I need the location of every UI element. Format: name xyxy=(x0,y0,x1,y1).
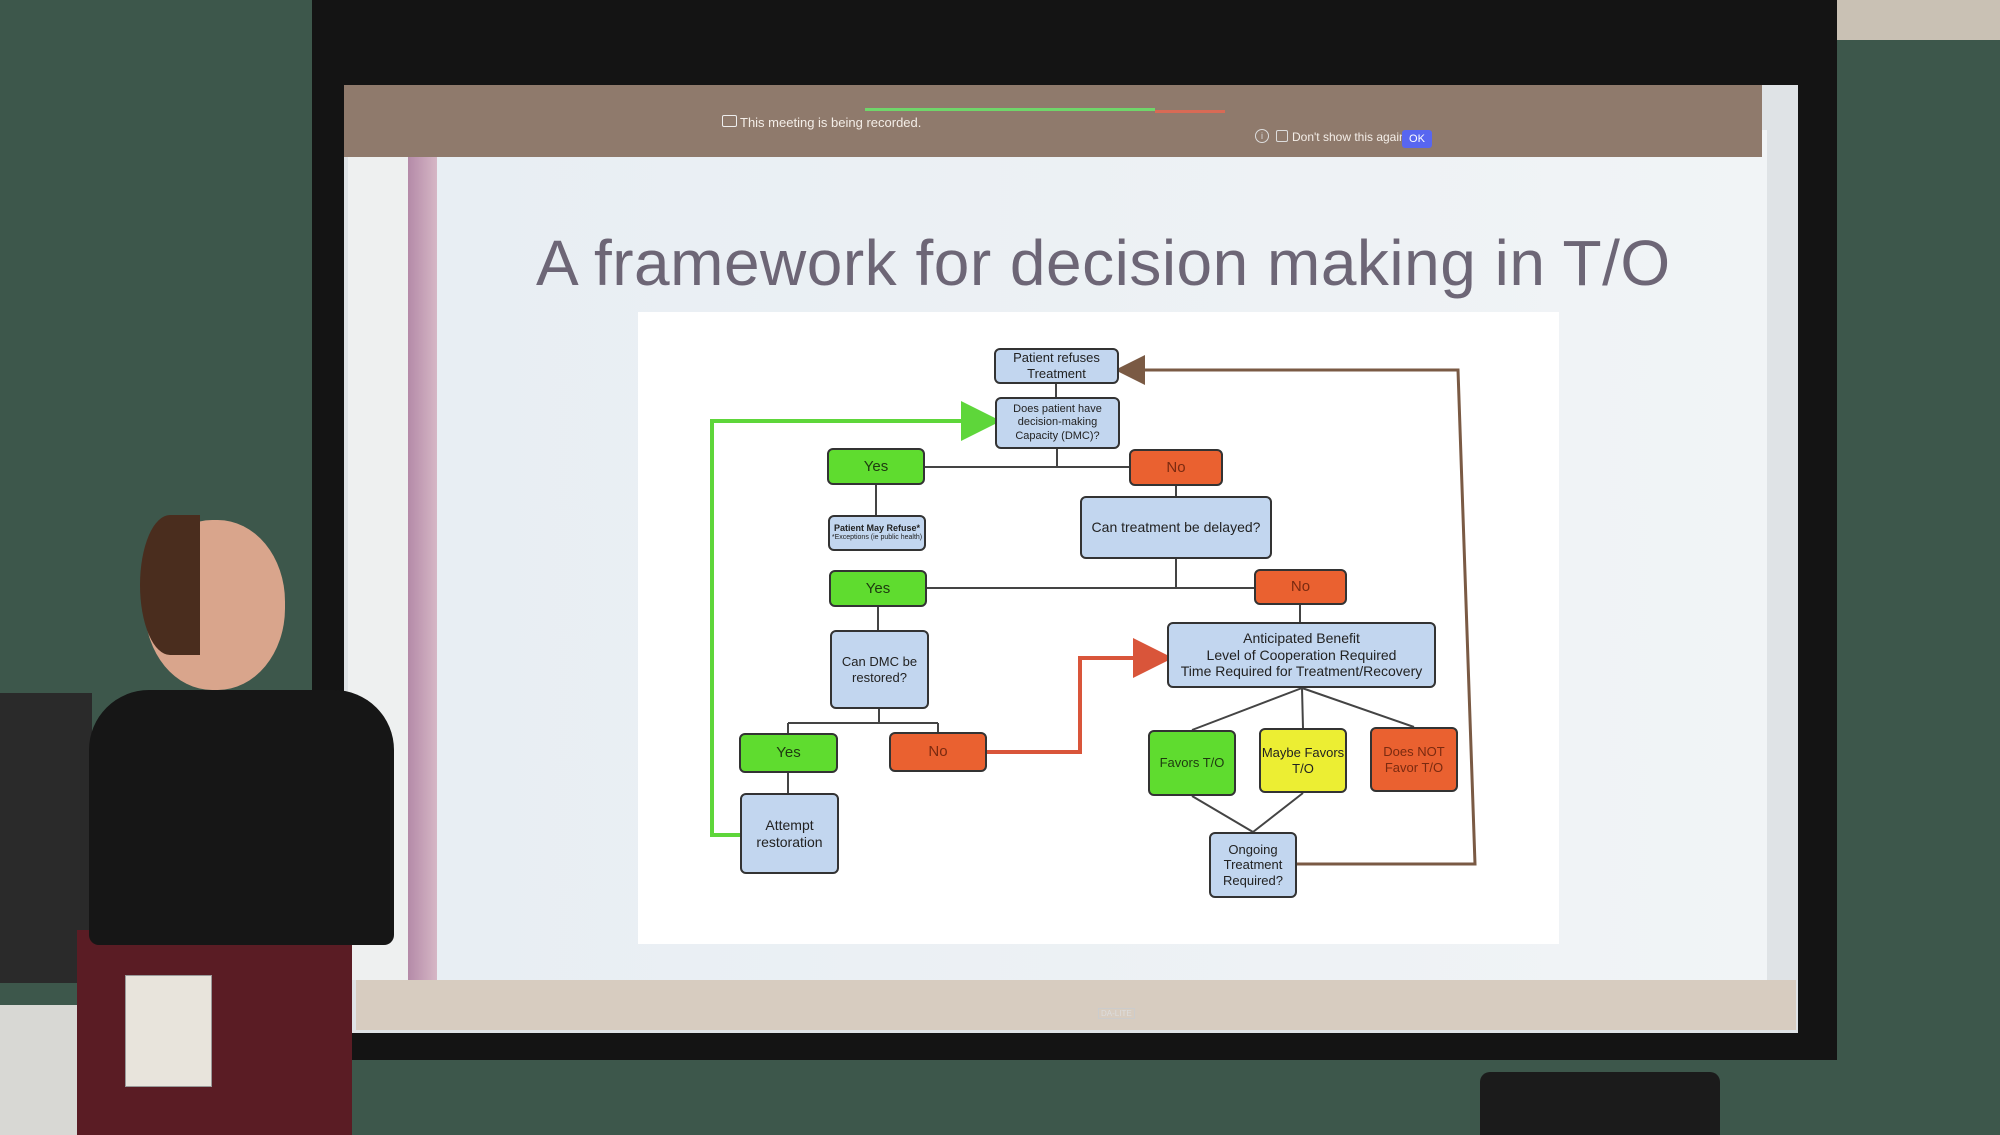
presenter-skirt xyxy=(77,930,352,1135)
connector xyxy=(925,449,1129,468)
connector xyxy=(787,709,939,733)
node-delay-question: Can treatment be delayed? xyxy=(1080,496,1272,559)
chair xyxy=(1480,1072,1720,1135)
slide-title: A framework for decision making in T/O xyxy=(536,227,1671,299)
recording-banner xyxy=(344,85,1762,157)
node-attempt-restoration: Attempt restoration xyxy=(740,793,839,874)
time-required-line: Time Required for Treatment/Recovery xyxy=(1180,663,1423,680)
connector xyxy=(1191,687,1415,731)
dont-show-checkbox[interactable] xyxy=(1276,130,1288,142)
camera-icon xyxy=(722,115,737,127)
brown-arrow xyxy=(1115,355,1477,866)
presenter-hair xyxy=(140,515,200,655)
info-icon[interactable]: i xyxy=(1255,129,1269,143)
node-does-not-favor: Does NOT Favor T/O xyxy=(1370,727,1458,792)
ok-button[interactable]: OK xyxy=(1402,130,1432,148)
screen-brand-logo: DA-LITE xyxy=(1098,1008,1135,1019)
node-no-1: No xyxy=(1129,449,1223,486)
podium-base xyxy=(0,1005,85,1135)
node-patient-may-refuse: Patient May Refuse* *Exceptions (ie publ… xyxy=(828,515,926,551)
red-arrow xyxy=(987,638,1173,754)
node-favors: Favors T/O xyxy=(1148,730,1236,796)
node-maybe-favors: Maybe Favors T/O xyxy=(1259,728,1347,793)
node-yes-2: Yes xyxy=(829,570,927,607)
node-dmc-question: Does patient have decision-making Capaci… xyxy=(995,397,1120,449)
connector xyxy=(1191,792,1304,833)
node-yes-3: Yes xyxy=(739,733,838,773)
cooperation-line: Level of Cooperation Required xyxy=(1206,646,1397,663)
screen-bottom-bezel xyxy=(356,980,1796,1030)
node-no-2: No xyxy=(1254,569,1347,605)
banner-progress-red xyxy=(1155,110,1225,113)
podium xyxy=(0,693,92,983)
recording-text: This meeting is being recorded. xyxy=(740,115,922,130)
presenter-body xyxy=(89,690,394,945)
node-dmc-restored-question: Can DMC be restored? xyxy=(830,630,929,709)
sidebar-strip xyxy=(408,130,438,980)
node-yes-1: Yes xyxy=(827,448,925,485)
connector xyxy=(927,559,1254,589)
patient-may-refuse-note: *Exceptions (ie public health) xyxy=(831,534,923,542)
id-badge xyxy=(125,975,212,1087)
node-ongoing-treatment: Ongoing Treatment Required? xyxy=(1209,832,1297,898)
dont-show-label[interactable]: Don't show this again xyxy=(1292,130,1406,144)
green-arrow xyxy=(710,401,1001,837)
node-no-3: No xyxy=(889,732,987,772)
banner-progress-green xyxy=(865,108,1155,111)
patient-may-refuse-label: Patient May Refuse* xyxy=(833,523,921,534)
node-anticipated-benefit: Anticipated Benefit Level of Cooperation… xyxy=(1167,622,1436,688)
node-patient-refuses: Patient refuses Treatment xyxy=(994,348,1119,384)
anticipated-benefit-line: Anticipated Benefit xyxy=(1243,629,1360,646)
